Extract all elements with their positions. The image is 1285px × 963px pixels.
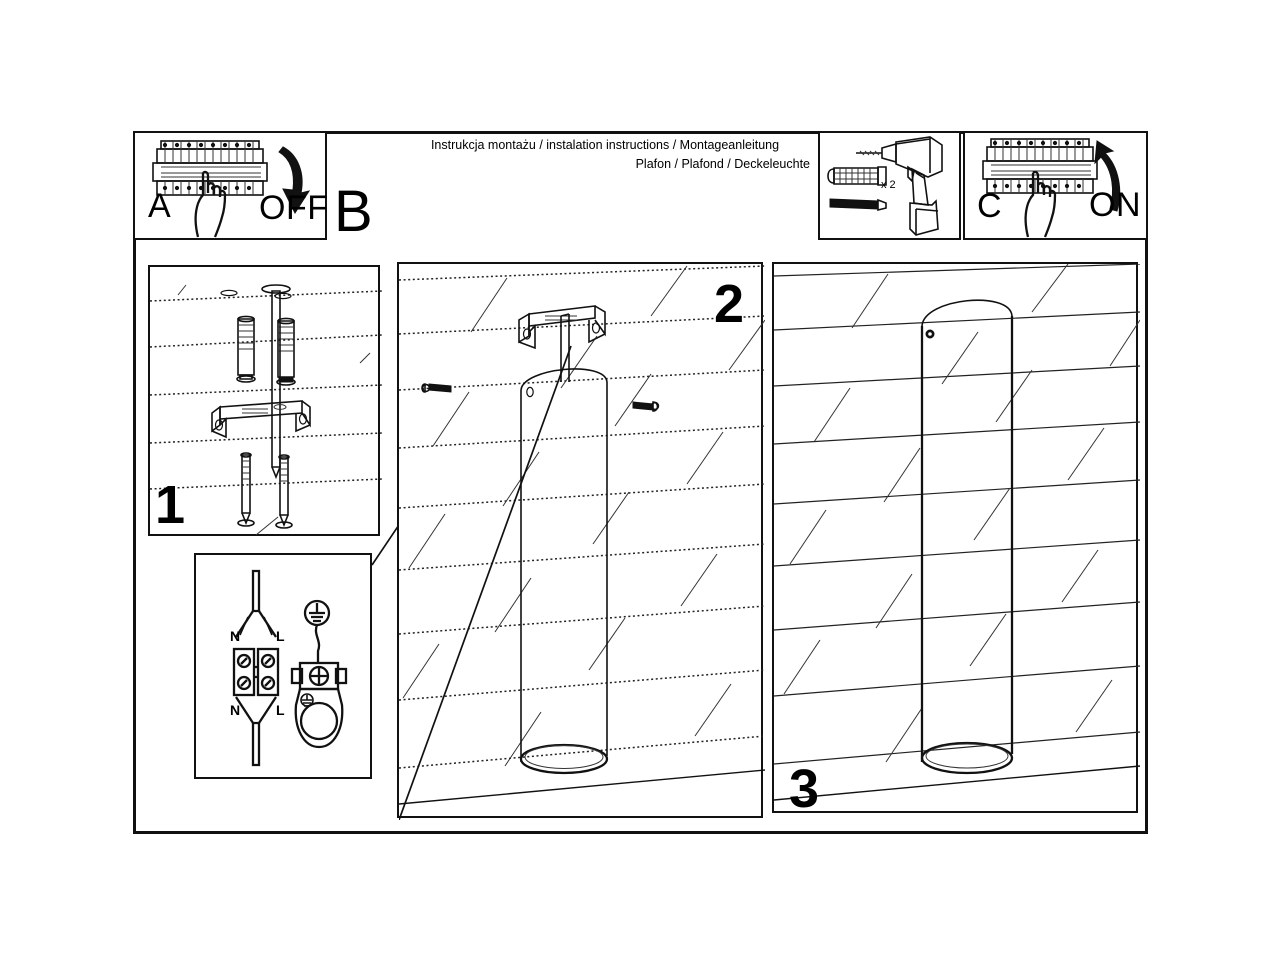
step-1-number: 1 [155, 475, 186, 535]
panel-b-label: B [334, 179, 373, 244]
panel-c-power-on [963, 131, 1148, 240]
screw-icon [829, 198, 887, 212]
circuit-breaker-panel-icon [152, 140, 311, 238]
lamp-connector-body-icon [294, 687, 344, 749]
cylinder-luminaire-icon [920, 299, 1014, 775]
title-line-2: Plafon / Plafond / Deckeleuchte [635, 157, 810, 171]
earth-ground-icon [303, 599, 331, 627]
panel-c-label: C [977, 187, 1002, 225]
power-on-label: ON [1089, 186, 1141, 224]
ceiling-plank-lines-icon [399, 265, 765, 769]
mounting-bracket-icon [211, 400, 311, 439]
step-2-number: 2 [714, 274, 745, 334]
ceiling-holes-icon [220, 289, 292, 300]
curved-arrow-down-icon [278, 146, 311, 215]
mounting-bracket-icon [518, 305, 606, 350]
panel-tools-drill [818, 131, 961, 240]
screw-icon [237, 452, 255, 527]
step-3-panel [772, 262, 1140, 813]
terminal-label-n-bottom: N [230, 702, 240, 718]
step-2-panel [397, 262, 765, 820]
power-off-label: OFF [259, 189, 329, 227]
earth-terminal-clamp-icon [290, 661, 348, 691]
wall-plug-anchor-icon [276, 317, 296, 386]
panel-a-power-off [133, 131, 327, 240]
curved-arrow-up-icon [1094, 140, 1121, 212]
terminal-label-n-top: N [230, 628, 240, 644]
step-1-panel [148, 265, 383, 536]
panel-a-label: A [148, 187, 171, 225]
grub-screw-icon [421, 383, 452, 393]
wall-plug-anchor-icon [236, 315, 256, 383]
wall-plug-anchor-icon [827, 166, 887, 186]
title-line-1: Instrukcja montażu / instalation instruc… [430, 138, 780, 152]
screw-icon [275, 454, 293, 529]
step-3-number: 3 [789, 759, 820, 819]
terminal-label-l-top: L [276, 628, 285, 644]
cylinder-luminaire-icon [519, 368, 609, 775]
power-drill-icon [856, 136, 943, 236]
plank-seam-lines-icon [402, 265, 765, 767]
terminal-block-wiring-diagram: N L N L [230, 569, 348, 767]
hand-pointing-icon [1024, 170, 1057, 238]
anchor-quantity-label: x 2 [881, 179, 896, 191]
page-title: Instrukcja montażu / instalation instruc… [400, 136, 810, 174]
circuit-breaker-panel-icon [982, 138, 1121, 238]
grub-screw-icon [632, 401, 660, 412]
ceiling-plank-lines-icon [149, 290, 383, 490]
terminal-block-icon [232, 647, 280, 697]
plank-seam-lines-icon [783, 264, 1140, 763]
hand-pointing-icon [194, 170, 227, 238]
terminal-label-l-bottom: L [276, 702, 285, 718]
wiring-detail-panel: N L N L [194, 553, 372, 779]
outer-frame [133, 131, 1148, 834]
ceiling-plank-lines-icon [774, 264, 1140, 765]
